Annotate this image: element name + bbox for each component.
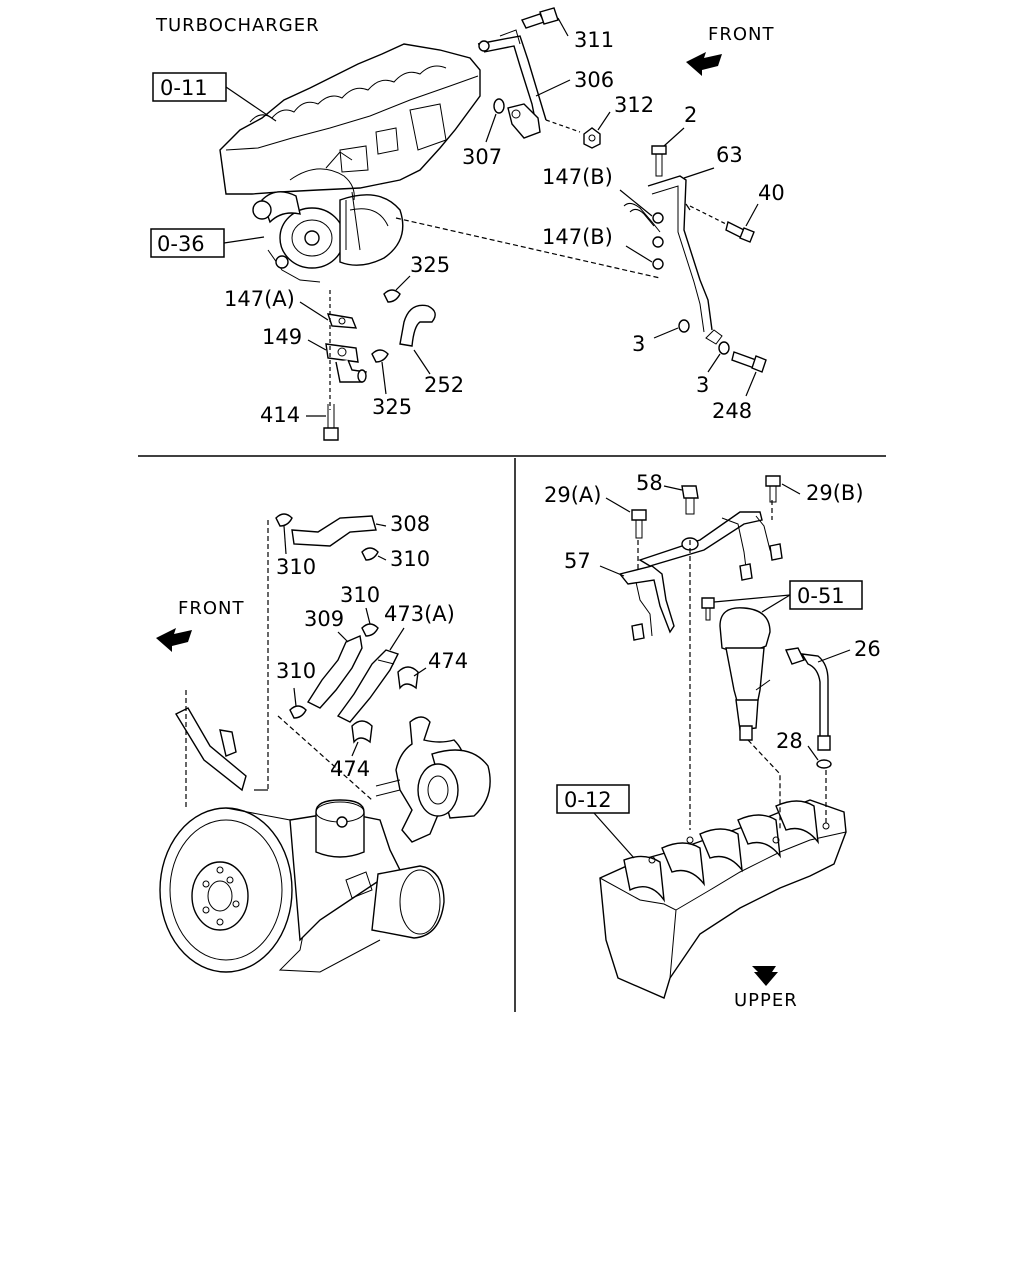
front-arrow-left-icon — [156, 628, 192, 652]
oil-jet-upper-icon — [638, 511, 783, 581]
label-147b-upper: 147(B) — [542, 165, 613, 189]
oil-jet-57-icon — [618, 565, 675, 641]
engine-head-drawing — [219, 43, 481, 195]
clip-325-upper-icon — [383, 289, 401, 303]
washer-3-right-icon — [718, 341, 730, 355]
label-57: 57 — [564, 549, 591, 573]
gasket-147a-icon — [326, 313, 358, 329]
label-3-right: 3 — [696, 373, 709, 397]
bolt-0-51-icon — [701, 597, 715, 621]
clip-310-d-icon — [289, 705, 307, 719]
nut-312-icon — [583, 127, 601, 149]
clip-310-b-icon — [361, 547, 379, 561]
front-arrow-top-icon — [686, 52, 722, 76]
bolt-40-icon — [725, 220, 755, 243]
hose-473a — [336, 649, 399, 723]
bolt-29a-icon — [631, 509, 647, 539]
front-direction-label-left: FRONT — [178, 598, 245, 619]
valve-assembly-icon — [719, 607, 771, 741]
label-3-left: 3 — [632, 332, 645, 356]
hose-308 — [291, 515, 377, 547]
hose-309 — [306, 635, 363, 709]
clip-310-c-icon — [361, 623, 379, 637]
label-414: 414 — [260, 403, 300, 427]
label-310-c: 310 — [340, 583, 380, 607]
clamp-474-upper-icon — [397, 666, 419, 690]
ref-0-51: 0-51 — [797, 584, 845, 608]
label-309: 309 — [304, 607, 344, 631]
label-474-lower: 474 — [330, 757, 370, 781]
label-312: 312 — [614, 93, 654, 117]
label-2: 2 — [684, 103, 697, 127]
clamp-474-lower-icon — [351, 720, 373, 744]
bolt-311-icon — [521, 7, 559, 29]
label-252: 252 — [424, 373, 464, 397]
label-147a: 147(A) — [224, 287, 295, 311]
label-306: 306 — [574, 68, 614, 92]
washer-3-left-icon — [678, 319, 690, 333]
label-26: 26 — [854, 637, 881, 661]
ref-0-12: 0-12 — [564, 788, 612, 812]
ref-box-0-12 — [556, 784, 630, 814]
label-149: 149 — [262, 325, 302, 349]
diagram-title: TURBOCHARGER — [155, 15, 320, 36]
label-325-upper: 325 — [410, 253, 450, 277]
label-29b: 29(B) — [806, 481, 864, 505]
label-58: 58 — [636, 471, 663, 495]
label-147b-lower: 147(B) — [542, 225, 613, 249]
front-direction-label-top: FRONT — [708, 24, 775, 45]
label-474-upper: 474 — [428, 649, 468, 673]
upper-arrow-icon — [752, 966, 778, 986]
ref-0-11: 0-11 — [160, 76, 208, 100]
label-310-a: 310 — [276, 555, 316, 579]
label-308: 308 — [390, 512, 430, 536]
oil-pipe-63 — [623, 175, 723, 345]
cylinder-block-drawing — [599, 799, 847, 999]
label-29a: 29(A) — [544, 483, 601, 507]
connector-307-icon — [493, 98, 541, 139]
bolt-29b-icon — [765, 475, 781, 503]
turbocharger-drawing — [252, 151, 404, 283]
label-63: 63 — [716, 143, 743, 167]
label-325-lower: 325 — [372, 395, 412, 419]
label-307: 307 — [462, 145, 502, 169]
bolt-2-icon — [651, 145, 667, 177]
clip-310-a-icon — [275, 513, 293, 527]
pipe-26 — [785, 647, 831, 751]
clip-325-lower-icon — [371, 349, 389, 363]
label-473a: 473(A) — [384, 602, 455, 626]
engine-block-lower-drawing — [159, 707, 491, 973]
bolt-414-icon — [323, 404, 339, 441]
flange-149-icon — [325, 343, 367, 383]
hose-252 — [399, 304, 436, 347]
label-248: 248 — [712, 399, 752, 423]
upper-direction-label: UPPER — [734, 990, 798, 1011]
o-ring-28-icon — [816, 759, 832, 769]
label-310-b: 310 — [390, 547, 430, 571]
label-40: 40 — [758, 181, 785, 205]
bolt-58-icon — [681, 485, 699, 515]
label-28: 28 — [776, 729, 803, 753]
label-310-d: 310 — [276, 659, 316, 683]
bolt-248-icon — [731, 351, 767, 373]
label-311: 311 — [574, 28, 614, 52]
ref-0-36: 0-36 — [157, 232, 205, 256]
